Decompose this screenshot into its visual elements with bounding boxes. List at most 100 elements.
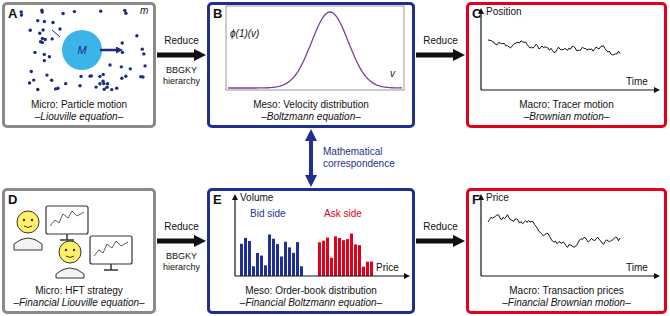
gas-particle [78, 84, 81, 87]
price-path [488, 215, 620, 248]
gas-particle [40, 10, 43, 13]
panel-caption-block: Micro: Particle motion–Liouville equatio… [5, 99, 153, 123]
panel-letter: A [8, 6, 17, 21]
edge-label: Mathematical correspondence [323, 146, 419, 170]
gas-particle [32, 78, 35, 81]
panel-letter: E [213, 192, 222, 207]
axis-label: Volume [240, 192, 273, 204]
monitor [90, 236, 132, 264]
axis-line [234, 200, 235, 276]
reduce-arrow [416, 238, 453, 243]
gas-particle [141, 47, 144, 50]
gas-particle [105, 86, 108, 89]
gas-particle [36, 19, 39, 22]
order-volume-bar [264, 265, 267, 276]
side-label: Ask side [324, 208, 362, 220]
gas-particle [120, 41, 123, 44]
panel-caption: Macro: Transaction prices [469, 285, 664, 297]
gas-particle [64, 82, 67, 85]
panel-box: BMeso: Velocity distribution–Boltzmann e… [207, 2, 415, 128]
gas-particle [43, 59, 46, 62]
trader-mouth [66, 256, 74, 258]
gas-particle [110, 88, 113, 91]
gas-particle [103, 88, 106, 91]
trader-eye [65, 249, 67, 251]
panel-box: E Meso: Order-book distribution–Financial… [207, 188, 415, 314]
order-volume-bar [276, 244, 279, 276]
gas-particle [41, 28, 44, 31]
panel-box: CMacro: Tracer motion–Brownian motion– [466, 2, 667, 128]
gas-particle [43, 20, 46, 23]
gas-particle [38, 32, 41, 35]
order-volume-bar [292, 253, 295, 276]
gas-particle [61, 12, 64, 15]
axis-label: Position [486, 6, 522, 18]
axis-label: Time [626, 262, 648, 274]
step-note: BBGKY hierarchy [156, 251, 207, 273]
gas-particle [124, 74, 127, 77]
trader-head [17, 211, 39, 233]
axis-label: v [390, 68, 395, 80]
gas-particle [108, 63, 111, 66]
monitor-stand [110, 264, 112, 270]
gas-particle [29, 28, 32, 31]
order-volume-bar [350, 234, 353, 276]
plot-frame [226, 6, 404, 90]
edge-label: Reduce [164, 221, 198, 233]
gas-particle [101, 80, 104, 83]
panel-caption-block: Macro: Transaction prices–Financial Brow… [469, 285, 664, 309]
panel-caption: Micro: HFT strategy [5, 285, 153, 297]
gas-particle [98, 82, 101, 85]
gas-particle [41, 41, 44, 44]
gas-particle [50, 37, 53, 40]
panel-caption: –Financial Brownian motion– [469, 297, 664, 309]
edge-label: Reduce [423, 35, 457, 47]
reduce-arrow [416, 52, 453, 57]
order-volume-bar [272, 239, 275, 276]
gas-particle [41, 37, 44, 40]
gas-particle [98, 75, 101, 78]
gas-particle [50, 79, 53, 82]
particle-mass: m [140, 5, 148, 17]
gas-particle [51, 21, 54, 24]
panel-caption-block: Meso: Order-book distribution–Financial … [210, 285, 412, 309]
side-label: Bid side [250, 208, 286, 220]
gas-particle [115, 86, 118, 89]
particle-mass: M [76, 44, 88, 56]
panel-caption-block: Meso: Velocity distribution–Boltzmann eq… [210, 99, 412, 123]
order-volume-bar [244, 238, 247, 276]
panel-caption-block: Macro: Tracer motion–Brownian motion– [469, 99, 664, 123]
axis-label: ϕ(1)(v) [230, 28, 259, 40]
velocity-arrow [100, 49, 116, 52]
trader-head [59, 241, 81, 263]
monitor [46, 206, 88, 234]
order-volume-bar [280, 256, 283, 276]
order-volume-bar [256, 253, 259, 276]
panel-caption: –Brownian motion– [469, 111, 664, 123]
order-volume-bar [252, 266, 255, 276]
gas-particle [73, 10, 76, 13]
gas-particle [28, 81, 31, 84]
order-volume-bar [322, 241, 325, 276]
gas-particle [106, 82, 109, 85]
order-volume-bar [284, 242, 287, 276]
axis-line [480, 200, 481, 276]
order-volume-bar [342, 240, 345, 276]
panel-letter: D [8, 192, 17, 207]
order-volume-bar [354, 244, 357, 276]
order-volume-bar [326, 238, 329, 276]
gas-particle [135, 34, 138, 37]
order-volume-bar [346, 239, 349, 276]
panel-caption: –Financial Boltzmann equation– [210, 297, 412, 309]
order-volume-bar [338, 238, 341, 276]
gas-particle [43, 53, 46, 56]
trader-mouth [24, 226, 32, 228]
panel-caption: Meso: Velocity distribution [210, 99, 412, 111]
order-volume-bar [366, 262, 369, 276]
gas-particle [120, 65, 123, 68]
edge-label: Reduce [164, 35, 198, 47]
gas-particle [36, 88, 39, 91]
gas-particle [99, 9, 102, 12]
order-volume-bar [296, 242, 299, 276]
